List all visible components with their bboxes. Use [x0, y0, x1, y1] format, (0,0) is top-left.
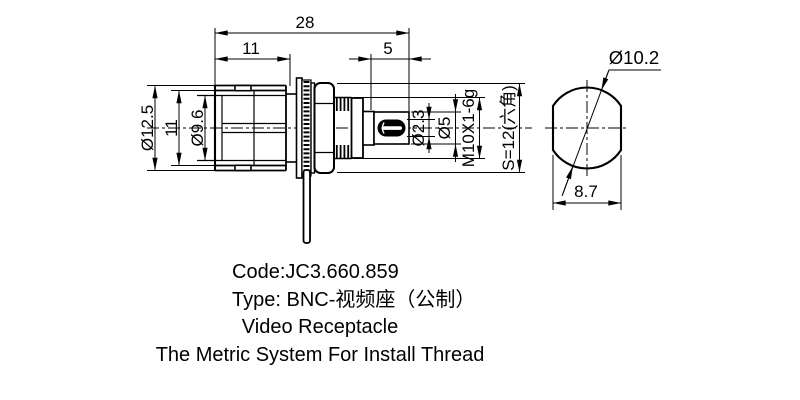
caption-note: The Metric System For Install Thread	[155, 343, 485, 366]
dim-label-shell-diameter: 11	[162, 119, 181, 137]
solder-lug	[302, 169, 311, 244]
bayonet-lug-top	[234, 84, 252, 92]
bayonet-lug-bottom	[234, 164, 252, 172]
dimension-across-flats: 8.7	[552, 155, 622, 210]
caption-code: Code:JC3.660.859	[232, 261, 399, 283]
caption-block: Code:JC3.660.859 Type: BNC-视频座（公制） Video…	[139, 259, 501, 369]
caption-type: Type: BNC-视频座（公制）	[232, 288, 476, 311]
side-view: 28 11 5 Ø12.5 11 Ø9.6 Ø2.3	[138, 13, 532, 244]
dim-label-bore-diameter: Ø9.6	[188, 110, 207, 147]
dim-label-body-diameter: Ø10.2	[609, 47, 659, 68]
rear-terminal	[350, 97, 410, 159]
dim-label-hex-size: S=12(六角)	[499, 85, 518, 171]
caption-name: Video Receptacle	[241, 316, 399, 338]
dim-label-pin-length: 5	[383, 39, 392, 58]
dim-label-thread-spec: M10X1-6g	[459, 89, 478, 167]
thread-section	[334, 96, 352, 160]
dimension-lines-left: Ø12.5 11 Ø9.6	[138, 85, 208, 171]
dim-label-outer-diameter: Ø12.5	[138, 105, 157, 151]
lock-washer	[301, 79, 312, 177]
hex-nut	[313, 82, 335, 174]
body-outline-with-flats	[551, 86, 623, 170]
front-view: Ø10.2 8.7	[545, 47, 661, 210]
dim-label-across-flats: 8.7	[574, 182, 598, 201]
dim-label-front-length: 11	[242, 39, 260, 58]
dim-label-pin-diameter: Ø5	[435, 117, 454, 140]
dim-label-total-length: 28	[296, 13, 315, 32]
dimension-lines-right: Ø2.3 Ø5 M10X1-6g S=12(六角)	[337, 83, 525, 173]
diameter-leader: Ø10.2	[561, 47, 661, 197]
dim-label-slot-diameter: Ø2.3	[409, 110, 428, 147]
